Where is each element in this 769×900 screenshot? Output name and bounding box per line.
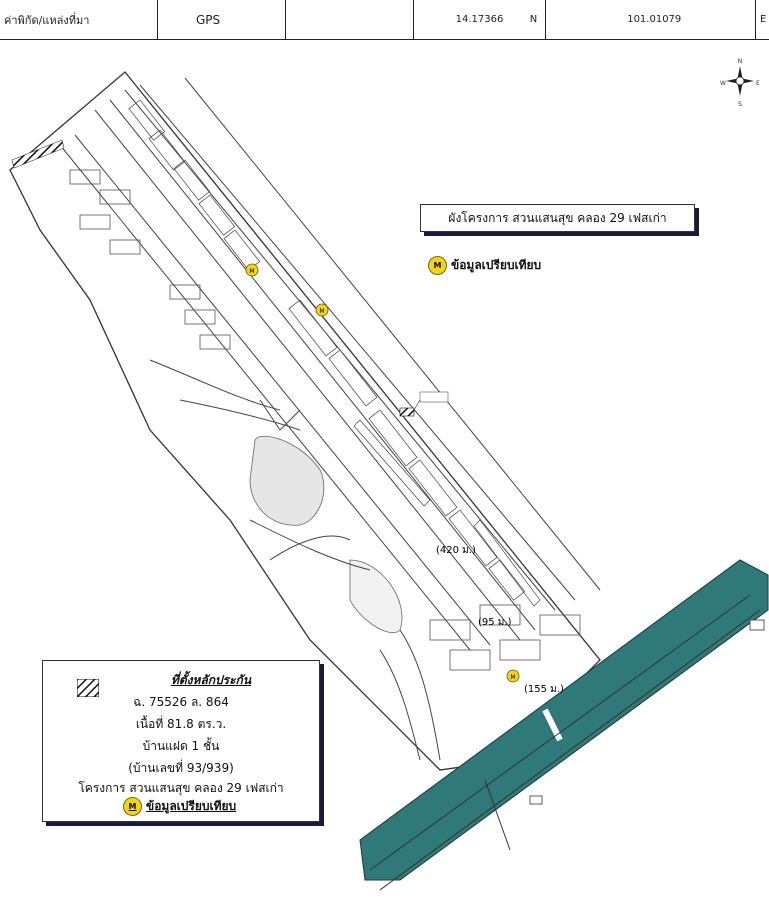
m-marker-icon: M (123, 797, 142, 816)
comparison-legend: M ข้อมูลเปรียบเทียบ (428, 256, 541, 275)
comparison-marker-1[interactable]: M (245, 263, 259, 277)
project-boundary (9, 71, 601, 771)
svg-text:W: W (720, 80, 726, 87)
comparison-marker-2[interactable]: M (315, 303, 329, 317)
legend-comparison: M ข้อมูลเปรียบเทียบ (123, 797, 236, 816)
main-road (369, 594, 761, 891)
park-area (249, 435, 403, 633)
svg-text:M: M (249, 268, 254, 275)
distance-95: (95 ม.) (478, 617, 512, 628)
source-value: GPS (158, 0, 286, 39)
longitude-value: N 101.01079 (530, 0, 756, 39)
longitude-number: 101.01079 (627, 14, 682, 25)
comparison-label: ข้อมูลเปรียบเทียบ (451, 258, 542, 272)
house-lots (69, 99, 581, 671)
latitude-dir: N (529, 14, 538, 25)
svg-text:M: M (510, 674, 515, 681)
distance-155: (155 ม.) (524, 684, 564, 695)
curved-roads (149, 359, 441, 761)
collateral-legend: ที่ตั้งหลักประกัน ฉ. 75526 ล. 864 เนื้อท… (42, 660, 320, 822)
svg-text:M: M (319, 308, 324, 315)
info-header: ค่าพิกัด/แหล่งที่มา GPS 14.17366 N 101.0… (0, 0, 769, 40)
project-map: (420 ม.) (95 ม.) (155 ม.) M M M (9, 71, 769, 891)
hatch-legend-icon (77, 679, 99, 697)
coordinate-label: ค่าพิกัด/แหล่งที่มา (0, 0, 158, 39)
legend-area: เนื้อที่ 81.8 ตร.ว. (135, 717, 227, 731)
dense-lots (11, 139, 541, 607)
building-icon (529, 619, 765, 805)
canal (359, 559, 769, 881)
legend-title: ที่ตั้งหลักประกัน (170, 673, 252, 687)
svg-text:E: E (756, 80, 760, 87)
inner-roads (59, 77, 601, 651)
legend-project: โครงการ สวนแสนสุข คลอง 29 เฟสเก่า (78, 781, 284, 795)
distance-420: (420 ม.) (436, 545, 476, 556)
svg-text:S: S (738, 101, 742, 106)
comparison-marker-3[interactable]: M (506, 669, 520, 683)
map-title: ผังโครงการ สวนแสนสุข คลอง 29 เฟสเก่า (420, 204, 695, 232)
latitude-value: 14.17366 (414, 0, 546, 39)
spacer-cell (286, 0, 414, 39)
subject-property[interactable] (399, 391, 449, 417)
m-marker-icon: M (428, 256, 447, 275)
svg-text:N: N (738, 58, 743, 65)
longitude-dir: E (760, 14, 767, 25)
compass-rose: N S W E (718, 56, 762, 108)
legend-house: บ้านแฝด 1 ชั้น (142, 739, 220, 753)
legend-house-no: (บ้านเลขที่ 93/939) (128, 761, 234, 775)
legend-deed: ฉ. 75526 ล. 864 (133, 695, 229, 709)
